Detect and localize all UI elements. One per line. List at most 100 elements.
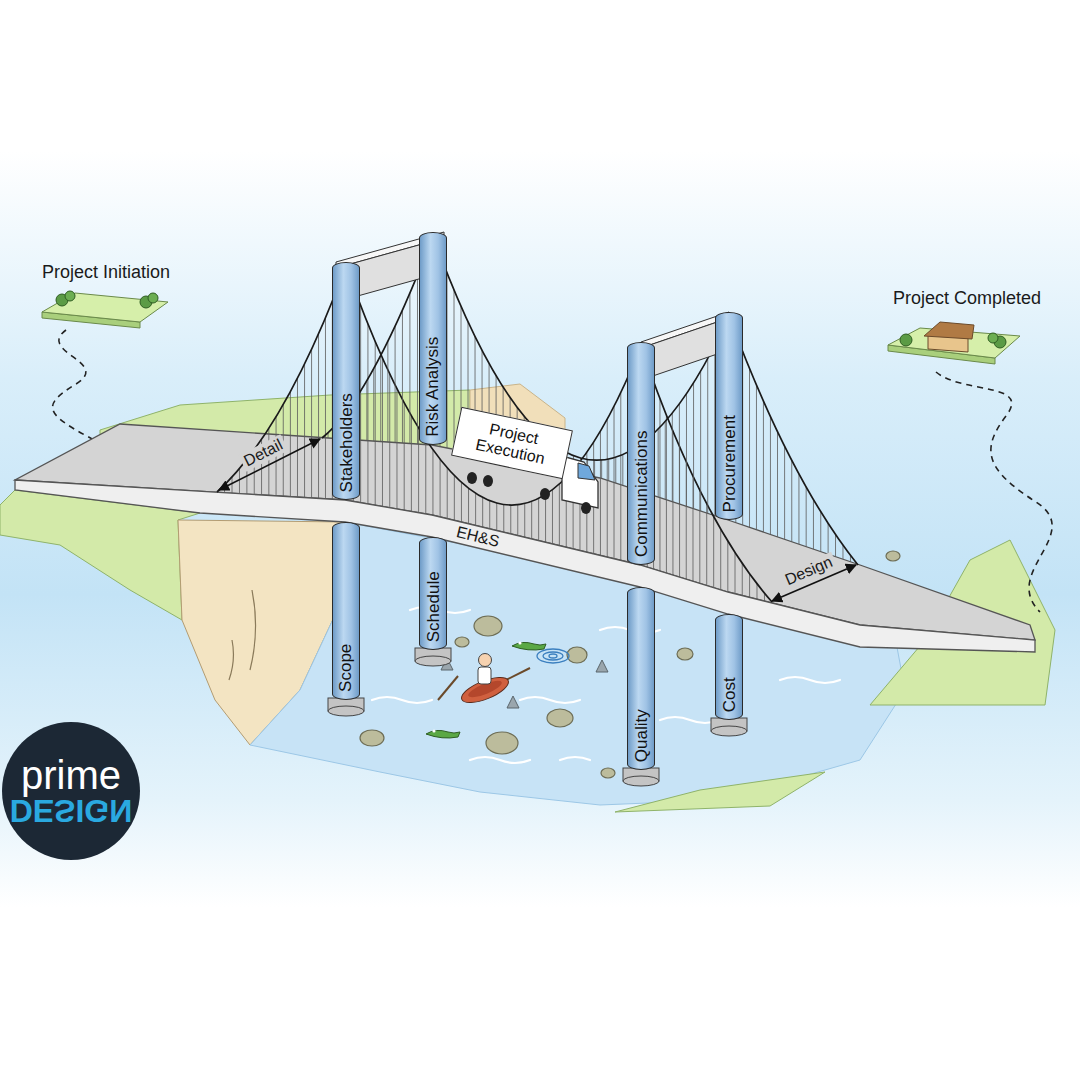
suspender-line [700, 371, 701, 511]
suspender-line [614, 406, 615, 558]
suspender-line [411, 416, 412, 512]
suspender-line [699, 490, 700, 583]
suspender-line [510, 505, 511, 534]
dimension-label: Design [780, 552, 839, 591]
suspension-cable [346, 266, 641, 505]
suspender-line [620, 393, 621, 561]
bridge-pillar: Stakeholders [332, 262, 360, 500]
suspender-line [239, 469, 240, 494]
suspender-line [503, 504, 504, 532]
suspender-line [713, 517, 714, 588]
suspender-line [318, 334, 319, 499]
suspender-line [666, 415, 667, 573]
house-roof [924, 322, 974, 339]
rock [601, 768, 615, 778]
oar [438, 676, 458, 700]
suspender-line [735, 552, 736, 593]
whirlpool-ring [543, 652, 563, 660]
suspender-line [749, 574, 750, 598]
deck-label: EH&S [454, 523, 501, 551]
end-island [888, 322, 1020, 364]
cable-group [217, 236, 858, 602]
crocodile [426, 729, 460, 738]
wheel [467, 472, 477, 484]
tree [65, 291, 75, 301]
pillar-bases [328, 648, 747, 786]
suspender-line [395, 326, 396, 442]
dimension-label: Detail [238, 434, 288, 472]
suspender-line [813, 500, 814, 550]
suspender-line [835, 534, 836, 556]
suspender-line [447, 468, 448, 519]
suspender-line [828, 523, 829, 554]
bridge-pillar: Scope [332, 522, 360, 700]
suspender-line [396, 389, 397, 509]
suspender-line [749, 368, 750, 527]
suspender-line [232, 477, 233, 493]
suspender-line [658, 429, 659, 497]
suspender-line [297, 378, 298, 497]
pillar-base [623, 776, 659, 786]
pillar-label: Procurement [719, 415, 739, 512]
suspender-line [311, 349, 312, 498]
logo-text: prime [21, 755, 121, 795]
crocodile-eye [432, 729, 435, 732]
suspender-line [601, 460, 602, 479]
suspension-cable [217, 266, 346, 492]
bridge-pillar: Communications [627, 342, 655, 565]
suspender-line [727, 541, 728, 592]
suspender-line [538, 498, 539, 540]
suspender-line [777, 432, 778, 537]
suspender-line [524, 503, 525, 537]
island-top [42, 293, 168, 322]
near-bank [615, 772, 825, 812]
rowing-boat [438, 654, 530, 708]
rock [455, 637, 469, 647]
suspender-line [679, 404, 680, 504]
suspender-line [290, 392, 291, 497]
suspender-line [409, 293, 410, 443]
suspender-line [475, 493, 476, 525]
cab-window [578, 463, 595, 480]
pillar-base [711, 726, 747, 736]
tree [148, 293, 158, 303]
path-dashed-line [936, 372, 1052, 612]
rock [474, 616, 502, 636]
crocodile-body [426, 730, 460, 738]
path-dashed-line [53, 330, 98, 442]
suspender-line [531, 501, 532, 539]
bridge-pillar: Quality [627, 587, 655, 770]
suspender-line [594, 460, 595, 477]
bridge-pillar: Risk Analysis [419, 232, 447, 445]
pillar-label: Risk Analysis [423, 337, 443, 437]
island-label: Project Completed [893, 288, 1041, 309]
bridge-pillar: Cost [715, 614, 743, 720]
pillar-base [415, 656, 451, 666]
pillar-label: Stakeholders [336, 393, 356, 492]
wheel [483, 475, 493, 487]
suspender-line [325, 318, 326, 499]
suspender-line [304, 364, 305, 498]
whirlpool-ring [537, 649, 569, 663]
rock [567, 647, 587, 663]
pillar-label: Quality [631, 709, 651, 762]
suspender-line [482, 497, 483, 527]
cab-body [562, 456, 598, 508]
suspender-line [552, 490, 553, 544]
suspender-line [791, 460, 792, 541]
logo-text: DESIGN [10, 795, 133, 827]
suspender-line [763, 401, 764, 532]
suspender-line [559, 484, 560, 546]
island-label: Project Initiation [42, 262, 170, 283]
suspender-line [366, 381, 367, 441]
suspender-line [784, 446, 785, 539]
suspender-line [360, 306, 361, 503]
suspender-line [432, 450, 433, 516]
suspender-line [608, 459, 609, 481]
tree [988, 333, 998, 343]
wave [780, 677, 840, 683]
suspender-line [672, 413, 673, 502]
